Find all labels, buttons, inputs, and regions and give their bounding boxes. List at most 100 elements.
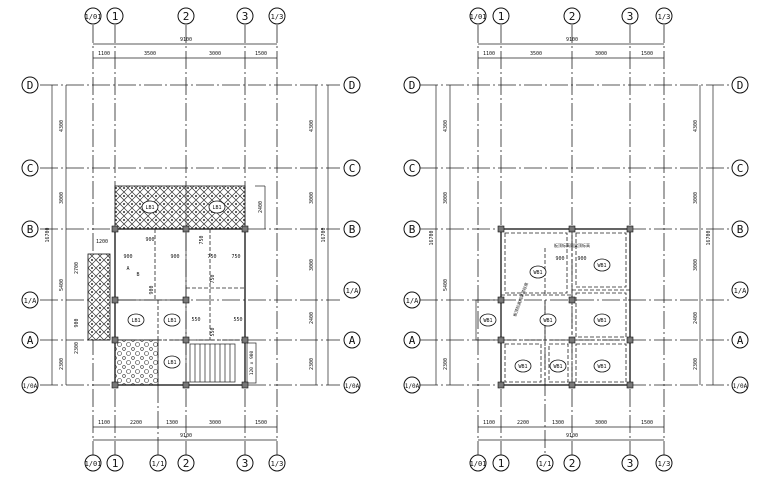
dimension-text: 1500 bbox=[641, 51, 653, 57]
slab-tag bbox=[514, 359, 532, 373]
grid-label: 3 bbox=[627, 457, 634, 470]
dimension-text: 2400 bbox=[309, 312, 315, 324]
grid-label: 3 bbox=[242, 10, 249, 23]
side-element bbox=[246, 342, 257, 384]
dimension-text: 3000 bbox=[209, 420, 221, 426]
grid-label: 1/1 bbox=[539, 460, 552, 468]
side-hatch bbox=[87, 253, 111, 341]
inner-dim: 900 bbox=[145, 237, 154, 243]
column bbox=[568, 225, 576, 233]
grid-label: D bbox=[349, 79, 356, 92]
grid-label: 1/0A bbox=[23, 383, 38, 390]
grid-label: A bbox=[409, 334, 416, 347]
grid-label: C bbox=[737, 162, 744, 175]
grid-label: 1/A bbox=[406, 297, 419, 305]
dimension-text: 3000 bbox=[443, 192, 449, 204]
grid-label: 1/1 bbox=[152, 460, 165, 468]
dimension-text: 1500 bbox=[641, 420, 653, 426]
grid-label: 1/A bbox=[24, 297, 37, 305]
slab-tag bbox=[593, 359, 611, 373]
grid-bubble bbox=[536, 454, 554, 472]
slab-tag bbox=[163, 355, 181, 369]
grid-bubble bbox=[655, 454, 673, 472]
grid-label: 2 bbox=[183, 457, 190, 470]
grid-label: 1/01 bbox=[85, 460, 102, 468]
column bbox=[626, 225, 634, 233]
dimension-text: 3000 bbox=[595, 420, 607, 426]
slab-tag-label: WB1 bbox=[597, 318, 606, 324]
dimension-text: 2700 bbox=[74, 262, 80, 274]
grid-bubble bbox=[469, 7, 487, 25]
column bbox=[497, 225, 505, 233]
inner-dim: 1200 bbox=[96, 239, 108, 245]
grid-label: 1/01 bbox=[85, 13, 102, 21]
inner-dim: 900 bbox=[149, 285, 155, 294]
grid-bubble bbox=[177, 7, 195, 25]
slab-tag bbox=[163, 313, 181, 327]
grid-label: 1/0A bbox=[345, 383, 360, 390]
grid-bubble bbox=[403, 220, 421, 238]
column bbox=[182, 225, 190, 233]
grid-bubble bbox=[236, 7, 254, 25]
dimension-text: 3000 bbox=[595, 51, 607, 57]
grid-label: C bbox=[349, 162, 356, 175]
dimension-text: 1300 bbox=[552, 420, 564, 426]
dimension-text: 3500 bbox=[144, 51, 156, 57]
grid-label: A bbox=[737, 334, 744, 347]
slab-tag-label: LB1 bbox=[145, 205, 154, 211]
column bbox=[111, 225, 119, 233]
inner-dim: 900 bbox=[170, 254, 179, 260]
left-floor-plan: 1/01 1 2 3 1/3 1/01 1 1/1 2 3 1/3 D C B … bbox=[21, 7, 361, 472]
grid-bubble bbox=[343, 76, 361, 94]
grid-label: C bbox=[409, 162, 416, 175]
dimension-text: 1300 bbox=[166, 420, 178, 426]
slab-tag-label: LB1 bbox=[167, 360, 176, 366]
dimension-text: 2300 bbox=[74, 342, 80, 354]
slab-tag bbox=[479, 313, 497, 327]
side-note: 120 x 900 bbox=[249, 351, 255, 376]
building-outline bbox=[114, 228, 246, 386]
grid-label: 1/3 bbox=[271, 13, 284, 21]
dimension-text: 900 bbox=[74, 318, 80, 327]
grid-label: 1/0A bbox=[733, 383, 748, 390]
inner-dim: 550 bbox=[210, 327, 216, 336]
column bbox=[497, 296, 505, 304]
dimension-text: 16700 bbox=[45, 227, 51, 242]
grid-bubble bbox=[403, 159, 421, 177]
slab-tag-label: WB1 bbox=[597, 263, 606, 269]
inner-dim: 750 bbox=[210, 274, 216, 283]
elevation-note: 板顶标高同梁顶标高 bbox=[554, 242, 590, 248]
dimension-text: 2300 bbox=[693, 358, 699, 370]
column bbox=[182, 336, 190, 344]
slab-tag-label: WB1 bbox=[553, 364, 562, 370]
grid-label: B bbox=[27, 223, 34, 236]
column bbox=[182, 296, 190, 304]
slab-tag-label: WB1 bbox=[543, 318, 552, 324]
grid-label: D bbox=[737, 79, 744, 92]
column bbox=[111, 296, 119, 304]
dimension-text: 5400 bbox=[59, 279, 65, 291]
bottom-hatch bbox=[114, 339, 159, 386]
column bbox=[568, 336, 576, 344]
column bbox=[241, 225, 249, 233]
inner-dim: 750 bbox=[207, 254, 216, 260]
grid-bubble bbox=[21, 376, 39, 394]
grid-label: B bbox=[349, 223, 356, 236]
dimension-text: 16700 bbox=[321, 227, 327, 242]
grid-bubble bbox=[621, 454, 639, 472]
slab-tag-label: WB1 bbox=[518, 364, 527, 370]
grid-bubble bbox=[343, 159, 361, 177]
dimension-text: 1100 bbox=[483, 420, 495, 426]
column bbox=[111, 381, 119, 389]
grid-label: 1/A bbox=[346, 287, 359, 295]
column bbox=[111, 336, 119, 344]
column bbox=[497, 381, 505, 389]
grid-bubble bbox=[106, 454, 124, 472]
grid-bubble bbox=[403, 376, 421, 394]
grid-bubble bbox=[343, 220, 361, 238]
grid-bubble bbox=[563, 454, 581, 472]
grid-bubble bbox=[492, 454, 510, 472]
grid-label: 1 bbox=[112, 10, 119, 23]
grid-label: 1/3 bbox=[658, 13, 671, 21]
slab-tag-label: WB1 bbox=[597, 364, 606, 370]
